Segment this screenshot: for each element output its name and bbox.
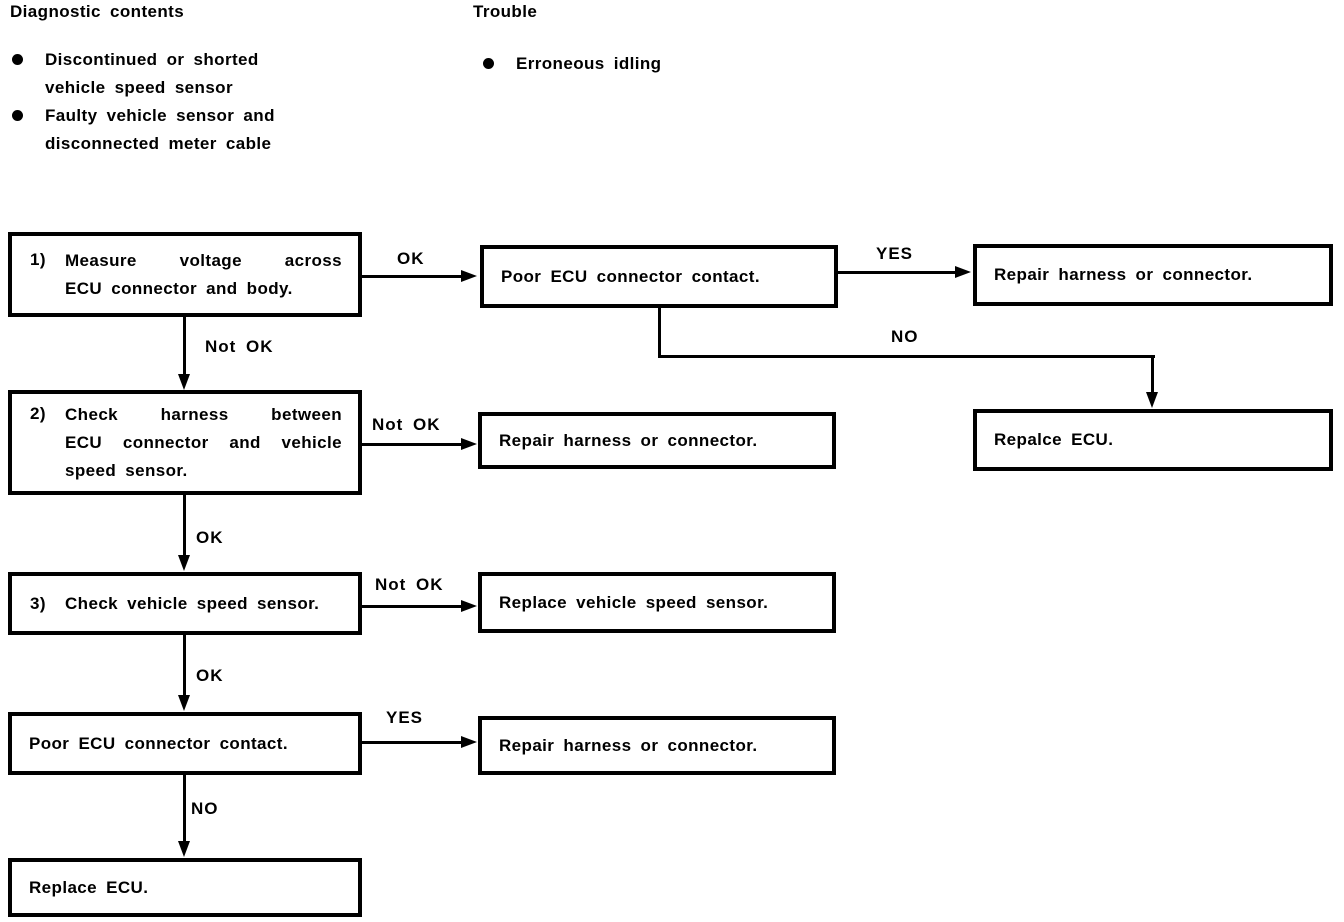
edge-label-no-1: NO [891,327,919,346]
flow-box-text-line: Repair harness or connector. [499,430,758,450]
text-line: Discontinued or shorted [45,50,259,69]
edge-label-ok-1: OK [397,249,425,268]
diagnostic-item-1: Discontinued or shorted vehicle speed se… [12,46,312,102]
connector-poor1-yes [838,271,958,274]
connector-step1-notok [183,317,186,377]
flow-box-text-line: Repair harness or connector. [994,265,1253,284]
connector-step2-ok [183,495,186,557]
flow-box-text-line: ECU connector and vehicle [65,432,342,452]
flow-box-text-line: speed sensor. [65,460,188,480]
text-line: vehicle speed sensor [45,78,233,97]
flow-box-step2: 2) Check harness between ECU connector a… [8,390,362,495]
trouble-item-1-text: Erroneous idling [516,50,661,78]
flow-box-replace-ecu-2: Replace ECU. [8,858,362,917]
edge-label-ok-3: OK [196,666,224,685]
flow-box-text-line: Poor ECU connector contact. [501,266,760,286]
flow-box-step3: 3) Check vehicle speed sensor. [8,572,362,635]
connector-poor2-yes [362,741,462,744]
flow-box-poor-ecu-contact-2: Poor ECU connector contact. [8,712,362,775]
flow-box-text-line: Replace ECU. [29,877,149,897]
step-number: 3) [30,593,46,613]
connector-step3-ok [183,635,186,697]
arrow-right-icon [461,270,477,282]
flow-box-poor-ecu-contact-1: Poor ECU connector contact. [480,245,838,308]
text-line: Erroneous idling [516,54,662,73]
text-line: Faulty vehicle sensor and [45,106,275,125]
flow-box-text-line: Replace vehicle speed sensor. [499,592,769,612]
bullet-icon [483,58,494,69]
trouble-item-1: Erroneous idling [483,50,783,78]
bullet-icon [12,110,23,121]
edge-label-yes-2: YES [386,708,424,727]
arrow-down-icon [178,374,190,390]
diagnostic-item-1-text: Discontinued or shorted vehicle speed se… [45,46,259,102]
arrow-right-icon [461,736,477,748]
connector-step2-notok [362,443,462,446]
arrow-right-icon [461,600,477,612]
flow-box-replace-speed-sensor: Replace vehicle speed sensor. [478,572,836,633]
arrow-right-icon [955,266,971,278]
flow-box-text-line: Repair harness or connector. [499,735,758,755]
edge-label-ok-2: OK [196,528,224,547]
diagnostic-item-2: Faulty vehicle sensor and disconnected m… [12,102,312,158]
arrow-down-icon [1146,392,1158,408]
arrow-down-icon [178,695,190,711]
flow-box-text-line: Repalce ECU. [994,430,1114,449]
flow-box-text-line: Measure voltage across [65,250,342,270]
edge-label-not-ok-3: Not OK [375,575,444,594]
bullet-icon [12,54,23,65]
arrow-right-icon [461,438,477,450]
flow-box-repair-harness-1: Repair harness or connector. [973,244,1333,306]
connector-poor1-no-drop2 [1151,355,1154,395]
connector-step3-notok [362,605,462,608]
step-number: 1) [30,250,46,269]
edge-label-not-ok-1: Not OK [205,337,274,356]
arrow-down-icon [178,555,190,571]
edge-label-no-2: NO [191,799,219,818]
diagnostic-contents-title: Diagnostic contents [10,2,185,21]
flow-box-replace-ecu-1: Repalce ECU. [973,409,1333,471]
flow-box-repair-harness-2: Repair harness or connector. [478,412,836,469]
flow-box-step1: 1) Measure voltage across ECU connector … [8,232,362,317]
connector-poor2-no [183,775,186,843]
connector-poor1-no-run [658,355,1155,358]
edge-label-not-ok-2: Not OK [372,415,441,434]
step-number: 2) [30,404,46,423]
connector-step1-ok [362,275,466,278]
flow-box-text-line: Check vehicle speed sensor. [65,593,320,613]
edge-label-yes-1: YES [876,244,914,263]
flow-box-text-line: Poor ECU connector contact. [29,733,288,753]
arrow-down-icon [178,841,190,857]
flow-box-text-line: Check harness between [65,404,342,424]
diagnostic-item-2-text: Faulty vehicle sensor and disconnected m… [45,102,275,158]
flow-box-repair-harness-3: Repair harness or connector. [478,716,836,775]
trouble-title: Trouble [473,2,538,21]
flow-box-text-line: ECU connector and body. [65,278,293,298]
text-line: disconnected meter cable [45,134,272,153]
connector-poor1-no-drop [658,308,661,358]
